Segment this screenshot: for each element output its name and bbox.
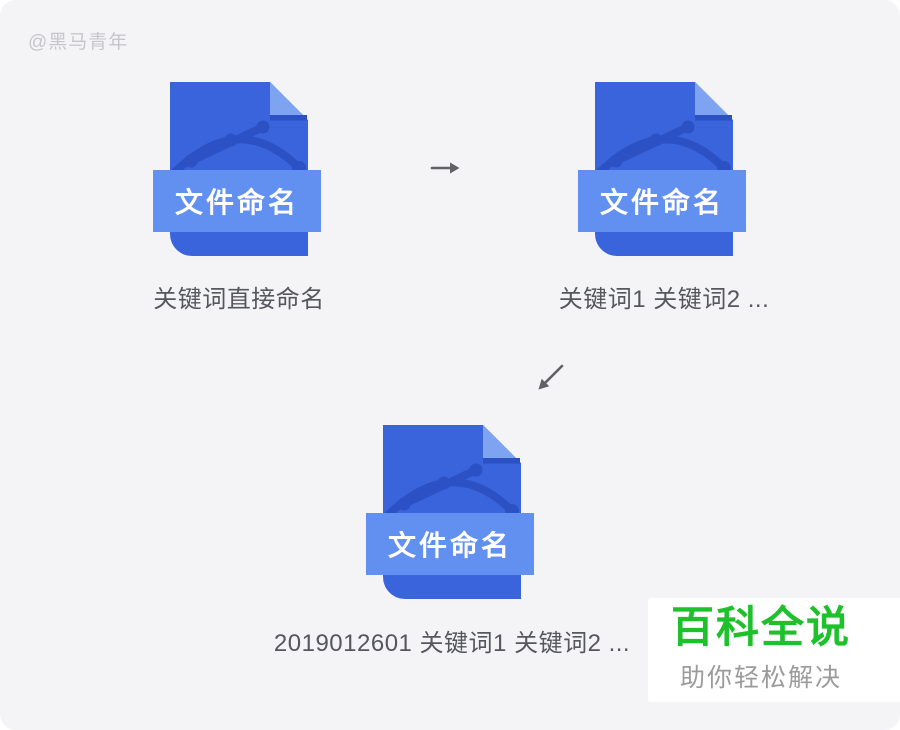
logo-title: 百科全说 xyxy=(671,603,851,652)
file-name-banner: 文件命名 xyxy=(578,170,746,232)
file-icon-2: 文件命名 xyxy=(578,82,746,256)
file-name-banner: 文件命名 xyxy=(366,513,534,575)
logo-box: 百科全说 助你轻松解决 xyxy=(648,598,900,702)
file-icon-1: 文件命名 xyxy=(153,82,321,256)
file-name-banner: 文件命名 xyxy=(153,170,321,232)
arrow-down-left-icon xyxy=(538,364,564,390)
arrow-right-icon xyxy=(430,162,460,174)
caption-keyword-list: 关键词1 关键词2 ... xyxy=(558,286,770,313)
watermark-text: @黑马青年 xyxy=(28,32,129,53)
file-icon-3: 文件命名 xyxy=(366,425,534,599)
caption-date-keywords: 2019012601 关键词1 关键词2 ... xyxy=(273,630,631,657)
caption-keyword-direct: 关键词直接命名 xyxy=(153,286,325,313)
logo-subtitle: 助你轻松解决 xyxy=(679,664,842,693)
